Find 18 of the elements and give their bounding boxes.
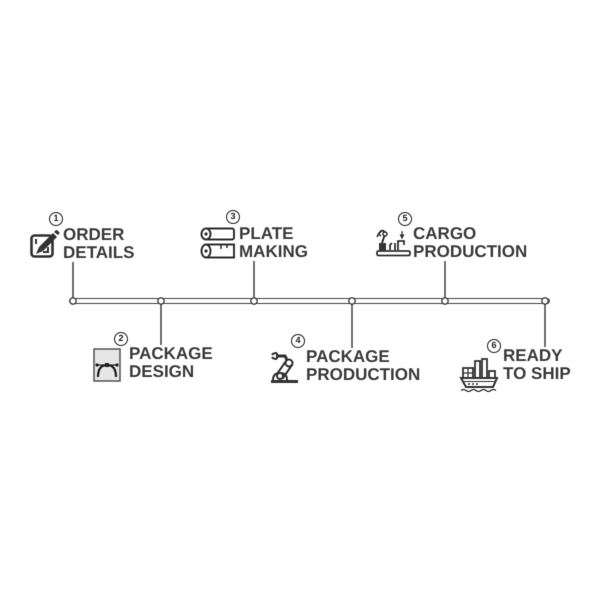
step-number: 1 xyxy=(49,212,63,226)
leader-line xyxy=(157,297,165,345)
step-number: 4 xyxy=(291,334,305,348)
leader-line xyxy=(250,261,258,305)
leader-line xyxy=(69,262,77,305)
step-label: PACKAGE DESIGN xyxy=(129,345,214,381)
leader-line xyxy=(348,297,356,348)
step-label: PACKAGE PRODUCTION xyxy=(306,348,422,384)
leader-line xyxy=(441,261,449,305)
step-label: CARGO PRODUCTION xyxy=(413,225,529,261)
step-number: 3 xyxy=(226,210,240,224)
step-number: 2 xyxy=(114,332,128,346)
step-label: READY TO SHIP xyxy=(503,347,572,383)
step-number: 6 xyxy=(487,339,501,353)
leader-line xyxy=(541,297,549,347)
step-label: ORDER DETAILS xyxy=(63,226,136,262)
step-label: PLATE MAKING xyxy=(239,225,309,261)
step-number: 5 xyxy=(398,212,412,226)
